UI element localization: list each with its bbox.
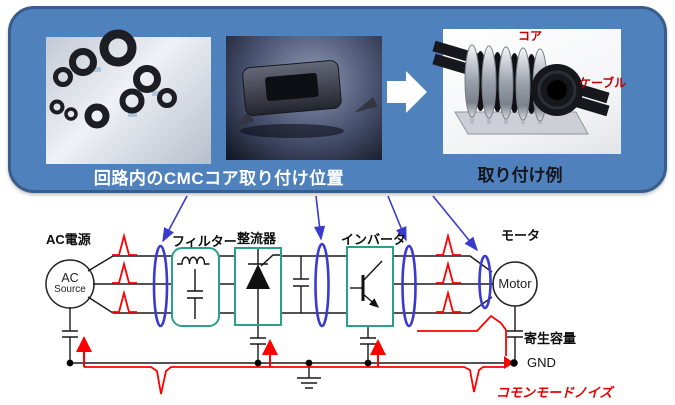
noise-pulses	[112, 232, 461, 313]
ferrite-cores-photo	[46, 37, 211, 164]
inverter-box	[346, 246, 394, 327]
banner-caption-position: 回路内のCMCコア取り付け位置	[93, 169, 345, 188]
ac-source-line2: Source	[54, 284, 86, 296]
motor-label: モータ	[501, 228, 541, 243]
parasitic-capacitance-label: 寄生容量	[524, 331, 577, 346]
ac-source-text: AC Source	[46, 271, 94, 296]
rectifier-label: 整流器	[237, 231, 277, 246]
filter-box	[171, 247, 220, 327]
common-mode-noise-label: コモンモードノイズ	[496, 385, 613, 400]
cmc-ellipse-2	[314, 242, 330, 328]
ac-power-label: AC電源	[46, 232, 91, 247]
cable-label: ケーブル	[579, 76, 627, 90]
rectifier-box	[234, 247, 282, 326]
cmc-core-ellipses	[152, 242, 492, 328]
common-mode-noise-path	[84, 314, 514, 395]
core-installation-photo	[443, 29, 621, 154]
filter-label: フィルター	[172, 234, 237, 249]
inverter-symbol	[350, 260, 383, 308]
noise-up-arrows	[76, 336, 386, 367]
cmc-ellipse-1	[152, 244, 169, 328]
rectifier-symbol	[246, 249, 280, 324]
filter-symbol	[177, 256, 210, 319]
gnd-label: GND	[527, 355, 556, 370]
motor-circle-text: Motor	[498, 276, 532, 291]
banner-caption-example: 取り付け例	[477, 166, 563, 185]
gnd-dot	[510, 359, 518, 367]
cmc-ellipse-4	[478, 254, 492, 310]
inverter-label: インバータ	[341, 232, 407, 247]
cmc-ellipse-3	[401, 244, 417, 328]
wires	[62, 255, 523, 389]
single-core-photo	[226, 36, 382, 160]
core-label: コア	[518, 29, 543, 43]
junction-dots	[66, 359, 518, 367]
machines	[45, 259, 538, 309]
component-boxes	[171, 246, 394, 327]
